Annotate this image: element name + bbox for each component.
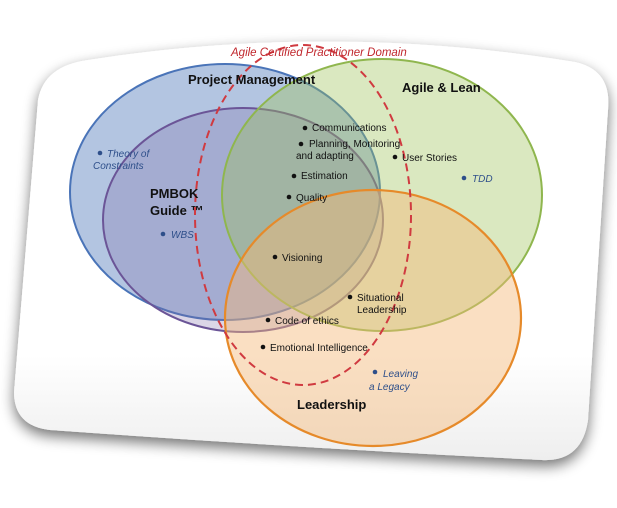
agile-lean-title: Agile & Lean	[402, 80, 481, 95]
bullet-dot	[286, 194, 292, 200]
item-label-line2: a Legacy	[369, 382, 411, 393]
bullet-dot	[291, 173, 297, 179]
item-label-line1: Leaving	[383, 369, 418, 380]
item-quality: Quality	[286, 193, 327, 204]
pmbok-set	[102, 107, 384, 333]
leadership-title: Leadership	[297, 397, 366, 412]
item-tdd: TDD	[461, 174, 493, 185]
item-label: Estimation	[301, 171, 348, 182]
item-label-line1: Planning, Monitoring	[309, 139, 400, 150]
bullet-dot	[302, 125, 308, 131]
bullet-dot	[97, 150, 103, 156]
item-wbs: WBS	[160, 230, 194, 241]
item-label-line1: Situational	[357, 293, 404, 304]
bullet-dot	[298, 141, 304, 147]
bullet-dot	[347, 294, 353, 300]
item-planning-monitoring: Planning, Monitoring and adapting	[296, 139, 400, 162]
bullet-dot	[265, 317, 271, 323]
item-leaving-a-legacy: Leaving a Legacy	[369, 369, 418, 393]
bullet-dot	[392, 154, 398, 160]
bullet-dot	[272, 254, 278, 260]
item-label-line2: and adapting	[296, 151, 354, 162]
item-label: Code of ethics	[275, 316, 339, 327]
acp-domain-boundary	[194, 44, 412, 386]
item-emotional-intelligence: Emotional Intelligence	[260, 343, 368, 354]
item-label: Emotional Intelligence	[270, 343, 368, 354]
item-code-of-ethics: Code of ethics	[265, 316, 339, 327]
bullet-dot	[461, 175, 467, 181]
item-label-line2: Constraints	[93, 161, 144, 172]
item-label-line2: Leadership	[357, 305, 407, 316]
bullet-dot	[160, 231, 166, 237]
item-label: User Stories	[402, 153, 457, 164]
item-label: TDD	[472, 174, 493, 185]
item-estimation: Estimation	[291, 171, 348, 182]
leadership-set	[223, 188, 523, 448]
item-label: Quality	[296, 193, 327, 204]
item-label: Communications	[312, 123, 386, 134]
item-theory-of-constraints: Theory of Constraints	[93, 149, 150, 172]
item-situational-leadership: Situational Leadership	[347, 293, 407, 316]
item-user-stories: User Stories	[392, 153, 457, 164]
project-management-title: Project Management	[188, 72, 316, 87]
item-label: WBS	[171, 230, 194, 241]
item-label-line1: Theory of	[107, 149, 150, 160]
card-background	[14, 41, 609, 461]
pmbok-title-line1: PMBOK	[150, 186, 199, 201]
item-visioning: Visioning	[272, 253, 322, 264]
pmbok-title-line2: Guide ™	[150, 203, 203, 218]
item-label: Visioning	[282, 253, 322, 264]
acp-domain-label: Agile Certified Practitioner Domain	[230, 47, 407, 59]
bullet-dot	[260, 344, 266, 350]
bullet-dot	[372, 369, 378, 375]
item-communications: Communications	[302, 123, 386, 134]
